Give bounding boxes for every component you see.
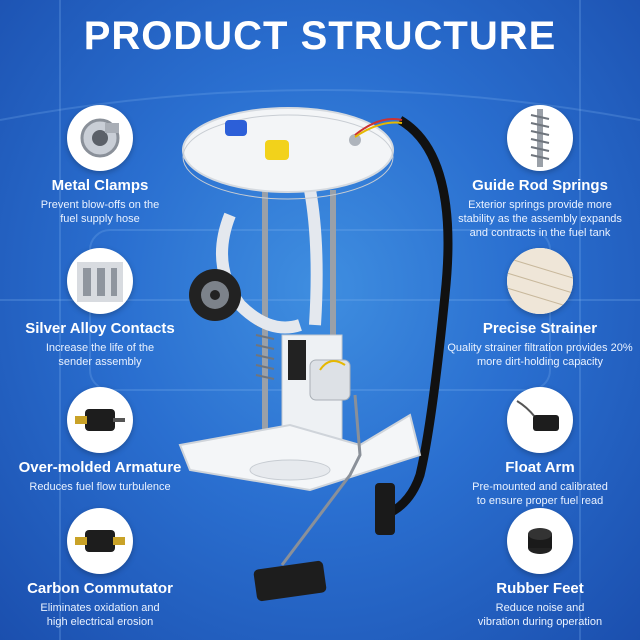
silver-contacts-icon [67, 248, 133, 314]
feature-precise-strainer: Precise Strainer Quality strainer filtra… [440, 248, 640, 369]
page-title: PRODUCT STRUCTURE [83, 14, 557, 58]
wire-harness [383, 116, 453, 520]
feature-over-molded-armature: Over-molded Armature Reduces fuel flow t… [0, 387, 200, 494]
strainer-icon [507, 248, 573, 314]
rubber-feet-icon [507, 508, 573, 574]
feature-guide-rod-springs: Guide Rod Springs Exterior springs provi… [440, 105, 640, 240]
feature-name: Metal Clamps [51, 177, 149, 194]
feature-silver-alloy-contacts: Silver Alloy Contacts Increase the life … [0, 248, 200, 369]
feature-desc: Quality strainer filtration provides 20%… [447, 342, 633, 368]
feature-name: Rubber Feet [496, 580, 584, 597]
fuel-pump-assembly-image [178, 107, 453, 602]
feature-name: Guide Rod Springs [472, 177, 608, 194]
float [253, 560, 327, 602]
spring-icon [507, 105, 573, 171]
feature-name: Float Arm [505, 459, 575, 476]
fuel-hose [216, 212, 302, 334]
sender-unit [309, 359, 351, 401]
feature-name: Precise Strainer [482, 320, 598, 337]
feature-carbon-commutator: Carbon Commutator Eliminates oxidation a… [0, 508, 200, 629]
float-arm-rod [280, 394, 362, 566]
feature-name: Silver Alloy Contacts [25, 320, 175, 337]
feature-desc: Reduces fuel flow turbulence [29, 481, 171, 493]
yellow-fitting [265, 140, 289, 160]
commutator-icon [67, 508, 133, 574]
feature-name: Carbon Commutator [27, 580, 173, 597]
feature-name: Over-molded Armature [18, 459, 182, 476]
guide-rod [262, 190, 268, 430]
connector [375, 483, 395, 535]
armature-icon [67, 387, 133, 453]
float-arm-icon [507, 387, 573, 453]
metal-clamp-icon [67, 105, 133, 171]
strainer [178, 413, 422, 492]
blue-fitting [225, 120, 247, 136]
